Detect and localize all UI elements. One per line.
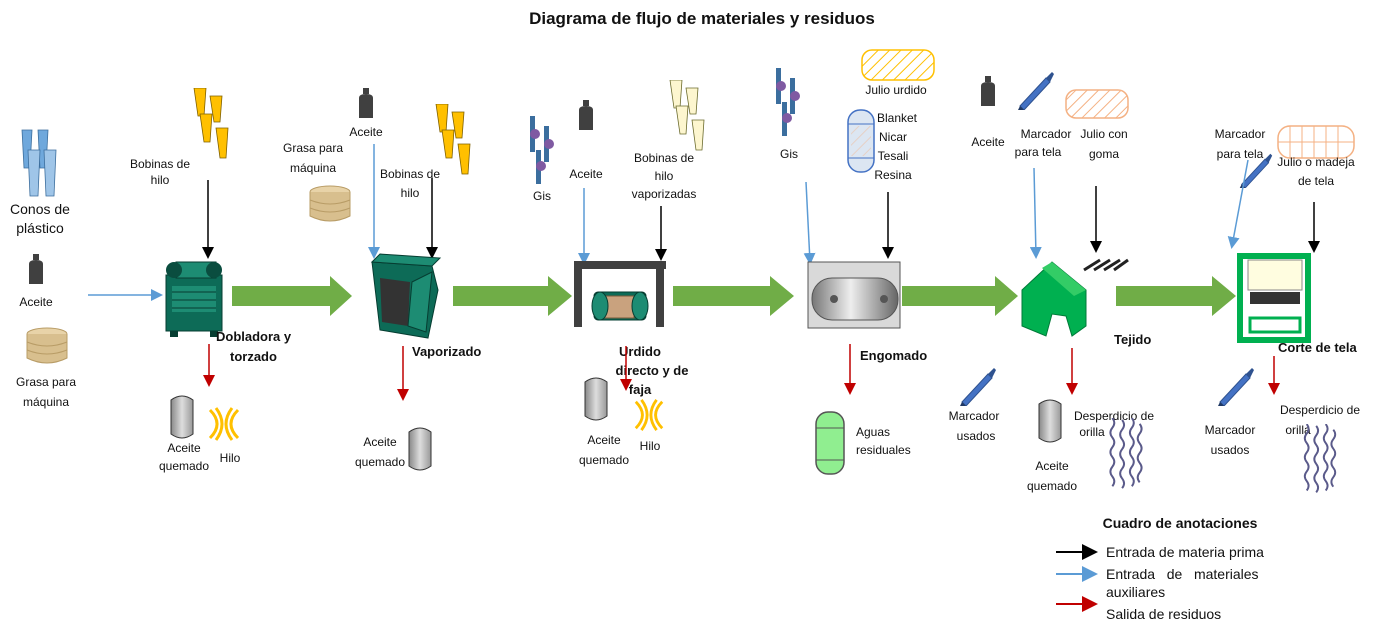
input-label-aceite: Aceite [19, 295, 53, 309]
stage-label: Vaporizado [412, 344, 481, 359]
used-marker-icon [1217, 367, 1255, 406]
diagram-title: Diagrama de flujo de materiales y residu… [529, 9, 875, 28]
input-label-gis: Gis [780, 147, 798, 161]
used-oil-drum-icon [584, 377, 608, 421]
sized-beam-icon [1065, 89, 1129, 119]
yarn-bobbins-icon [193, 88, 229, 159]
output-label-hilo: Hilo [640, 439, 661, 453]
warping-machine-icon [574, 261, 666, 327]
cones-icon [21, 129, 57, 197]
oil-bottle-icon [29, 254, 43, 284]
used-oil-drum-icon [408, 427, 432, 471]
flow-arrow [673, 276, 794, 316]
input-label-aceite: Aceite [349, 125, 383, 139]
flow-arrow [902, 276, 1018, 316]
fabric-marker-icon [1017, 71, 1055, 110]
legend: Cuadro de anotaciones Entrada de materia… [1056, 515, 1264, 622]
legend-label: Salida de residuos [1106, 606, 1221, 622]
wastewater-tank-icon [815, 411, 845, 475]
oil-bottle-icon [579, 100, 593, 130]
auxiliary-input-arrow [1029, 167, 1042, 259]
steamed-bobbins-icon [669, 80, 705, 151]
cutting-machine-icon [1237, 253, 1311, 343]
legend-title: Cuadro de anotaciones [1103, 515, 1258, 531]
auxiliary-input-arrow [1227, 159, 1249, 249]
auxiliary-input-arrow [803, 181, 816, 265]
stage-label: Corte de tela [1278, 340, 1358, 355]
twisting-machine-icon [165, 261, 223, 337]
used-marker-icon [959, 367, 997, 406]
used-oil-drum-icon [170, 395, 194, 439]
chalk-icon [530, 116, 554, 184]
input-label-aceite: Aceite [971, 135, 1005, 149]
grease-tub-icon [26, 327, 68, 364]
steaming-machine-icon [370, 253, 442, 339]
stage-label: Engomado [860, 348, 927, 363]
flow-arrow [1116, 276, 1236, 316]
yarn-waste-icon [208, 406, 240, 442]
loom-icon [1021, 258, 1129, 337]
main-flow-arrows [232, 276, 1236, 316]
chemical-tank-icon [847, 109, 875, 173]
flow-arrow [453, 276, 572, 316]
input-label-gis: Gis [533, 189, 551, 203]
oil-bottle-icon [359, 88, 373, 118]
selvage-waste-icon [1109, 418, 1143, 490]
stage-label: Tejido [1114, 332, 1151, 347]
yarn-waste-icon [634, 398, 664, 432]
output-label-hilo: Hilo [220, 451, 241, 465]
yarn-bobbins-icon [435, 104, 471, 175]
input-label-aceite: Aceite [569, 167, 603, 181]
chalk-icon [776, 68, 800, 136]
fabric-roll-icon [1277, 125, 1355, 159]
input-label-julio-urdido: Julio urdido [865, 83, 927, 97]
oil-bottle-icon [981, 76, 995, 106]
legend-label: Entrada de materia prima [1106, 544, 1264, 560]
warp-beam-icon [861, 49, 935, 81]
used-oil-drum-icon [1038, 399, 1062, 443]
sizing-machine-icon [807, 261, 901, 329]
grease-tub-icon [309, 185, 351, 222]
flow-arrow [232, 276, 352, 316]
